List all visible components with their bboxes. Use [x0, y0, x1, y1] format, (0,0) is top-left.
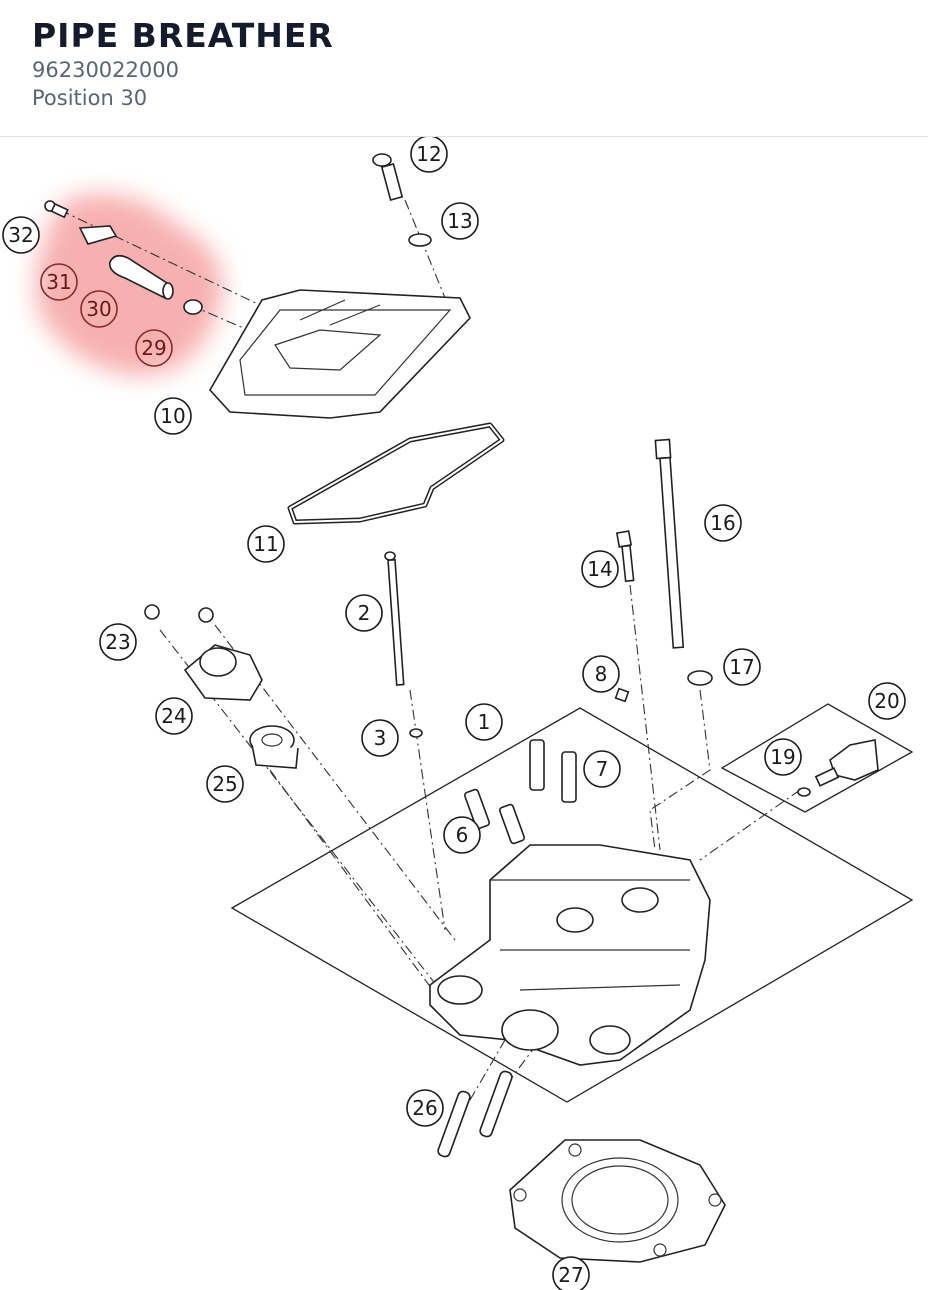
long-bolt-washer-part: [687, 670, 713, 686]
svg-text:10: 10: [160, 404, 185, 428]
pipe-breather-part: [108, 254, 203, 315]
callout-26[interactable]: 26: [406, 1089, 444, 1127]
svg-text:16: 16: [710, 511, 735, 535]
svg-text:24: 24: [161, 704, 186, 728]
callout-27[interactable]: 27: [552, 1256, 590, 1290]
callout-11[interactable]: 11: [247, 525, 285, 563]
svg-text:6: 6: [456, 823, 469, 847]
exploded-parts-diagram: 1 2 3 6 7 8 10 11 12 13 14 16 17 19 20 2…: [2, 137, 914, 1290]
svg-text:2: 2: [358, 601, 371, 625]
breather-bolt-part: [44, 200, 69, 219]
sensor-frame: [720, 703, 914, 813]
cylinder-head-frame: [230, 707, 914, 1103]
callout-32[interactable]: 32: [2, 216, 40, 254]
svg-text:8: 8: [595, 662, 608, 686]
head-bolt-part: [384, 551, 405, 686]
head-washer-part: [409, 728, 423, 738]
thermostat-housing-part: [183, 644, 263, 701]
callout-2[interactable]: 2: [345, 594, 383, 632]
callout-6[interactable]: 6: [443, 816, 481, 854]
callout-13[interactable]: 13: [441, 202, 479, 240]
svg-text:13: 13: [447, 209, 472, 233]
thermostat-part: [249, 725, 299, 769]
svg-text:27: 27: [558, 1263, 583, 1287]
cover-washer-part: [408, 233, 432, 247]
svg-text:32: 32: [8, 223, 33, 247]
cylinder-head-part: [429, 844, 711, 1066]
short-bolt-part: [615, 530, 635, 583]
callout-10[interactable]: 10: [154, 397, 192, 435]
svg-text:19: 19: [770, 745, 795, 769]
callout-16[interactable]: 16: [704, 504, 742, 542]
valve-cover-part: [209, 289, 471, 419]
dowel-part: [614, 687, 630, 703]
callout-20[interactable]: 20: [868, 682, 906, 720]
callout-12[interactable]: 12: [410, 137, 448, 173]
dowel-pins-part: [437, 1070, 513, 1158]
svg-text:26: 26: [412, 1096, 437, 1120]
svg-text:29: 29: [141, 336, 166, 360]
svg-text:12: 12: [416, 142, 441, 166]
callout-23[interactable]: 23: [99, 623, 137, 661]
svg-text:3: 3: [374, 726, 387, 750]
callout-29[interactable]: 29: [135, 329, 173, 367]
long-bolt-part: [654, 438, 685, 649]
svg-text:30: 30: [86, 297, 111, 321]
callout-30[interactable]: 30: [80, 290, 118, 328]
callout-17[interactable]: 17: [723, 648, 761, 686]
svg-text:7: 7: [596, 757, 609, 781]
thermostat-bolts-part: [144, 604, 214, 623]
svg-text:20: 20: [874, 689, 899, 713]
head-gasket-part: [509, 1139, 726, 1263]
valve-guide-parts: [463, 739, 577, 845]
callout-1[interactable]: 1: [465, 703, 503, 741]
callout-24[interactable]: 24: [155, 697, 193, 735]
valve-cover-gasket-part: [287, 422, 505, 525]
part-header: PIPE BREATHER 96230022000 Position 30: [0, 0, 928, 137]
temperature-sensor-part: [797, 739, 879, 797]
callout-7[interactable]: 7: [583, 750, 621, 788]
part-title: PIPE BREATHER: [32, 16, 334, 55]
svg-text:14: 14: [587, 557, 612, 581]
svg-text:25: 25: [212, 772, 237, 796]
cover-bolt-part: [372, 153, 404, 201]
svg-text:23: 23: [105, 630, 130, 654]
svg-text:1: 1: [478, 710, 491, 734]
part-number: 96230022000: [32, 58, 179, 82]
svg-text:31: 31: [46, 270, 71, 294]
callout-31[interactable]: 31: [40, 263, 78, 301]
svg-text:11: 11: [253, 532, 278, 556]
breather-clip-part: [78, 225, 118, 245]
callout-19[interactable]: 19: [764, 738, 802, 776]
callout-3[interactable]: 3: [361, 719, 399, 757]
svg-text:17: 17: [729, 655, 754, 679]
callout-8[interactable]: 8: [582, 655, 620, 693]
callout-14[interactable]: 14: [581, 550, 619, 588]
highlight-region: [35, 193, 223, 376]
part-position: Position 30: [32, 86, 148, 110]
callout-25[interactable]: 25: [206, 765, 244, 803]
